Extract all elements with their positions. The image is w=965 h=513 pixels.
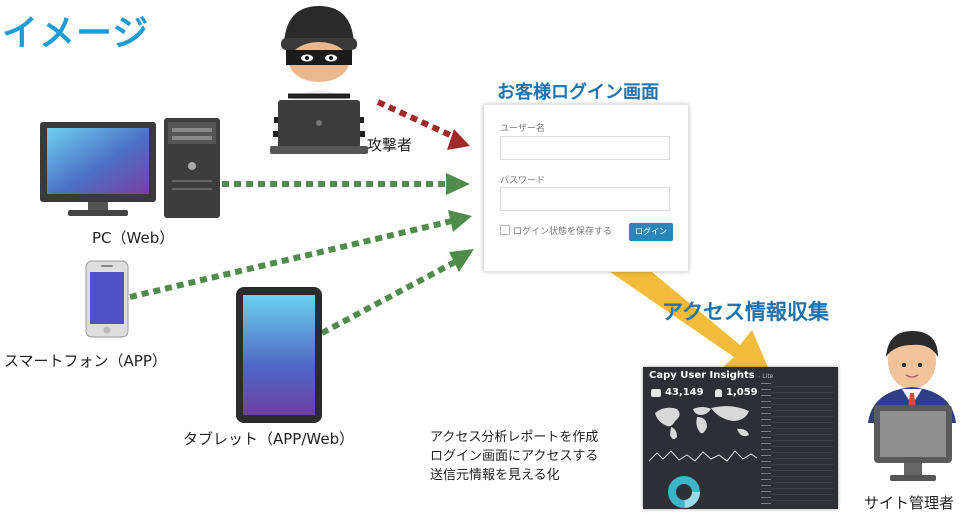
world-map [655,406,749,440]
collect-arrow [610,272,770,372]
remember-checkbox[interactable] [500,225,510,235]
page-title: イメージ [2,13,150,54]
smartphone-icon [85,260,129,338]
collect-label: アクセス情報収集 [662,300,829,324]
password-label: パスワード [500,176,546,186]
smartphone-label: スマートフォン（APP） [4,352,167,370]
table-row-markers [761,381,771,505]
description-line-3: 送信元情報を見える化 [430,468,560,483]
pc-arrow-head [446,173,470,195]
traffic-line-chart [649,450,757,462]
users-icon [715,389,722,397]
username-label: ユーザー名 [500,124,545,134]
dashboard-preview: Capy User Insights - Lite 43,149 1,059 [643,367,838,509]
smartphone-arrow-head [448,210,472,232]
pc-label: PC（Web） [92,229,175,247]
tablet-arrow-line [320,259,457,336]
donut-chart [668,476,700,508]
dashboard-title-text: Capy User Insights [649,370,755,381]
data-table [761,381,833,505]
tablet-label: タブレット（APP/Web） [183,430,355,448]
report-description: アクセス分析レポートを作成 ログイン画面にアクセスする 送信元情報を見える化 [430,428,598,485]
visits-count: 43,149 [665,387,704,398]
dashboard-edition: - Lite [758,373,774,380]
description-line-2: ログイン画面にアクセスする [430,449,599,464]
password-field[interactable] [500,187,670,211]
login-panel: ユーザー名 パスワード ログイン状態を保存する ログイン [483,104,689,272]
description-line-1: アクセス分析レポートを作成 [430,430,599,445]
username-field[interactable] [500,136,670,160]
visits-icon [651,389,661,397]
admin-label: サイト管理者 [864,494,955,512]
users-count: 1,059 [726,387,758,398]
tablet-icon [236,287,322,423]
remember-label: ログイン状態を保存する [513,227,613,237]
dashboard-title: Capy User Insights - Lite [649,370,773,381]
tablet-arrow-head [449,249,474,272]
attacker-label: 攻撃者 [367,136,413,154]
pc-icon [40,118,220,218]
attack-arrow-head [447,129,470,150]
admin-icon [868,331,956,481]
login-button[interactable]: ログイン [629,223,673,241]
login-panel-title: お客様ログイン画面 [497,82,659,103]
attacker-icon [270,6,368,154]
attack-arrow-line [376,99,452,138]
